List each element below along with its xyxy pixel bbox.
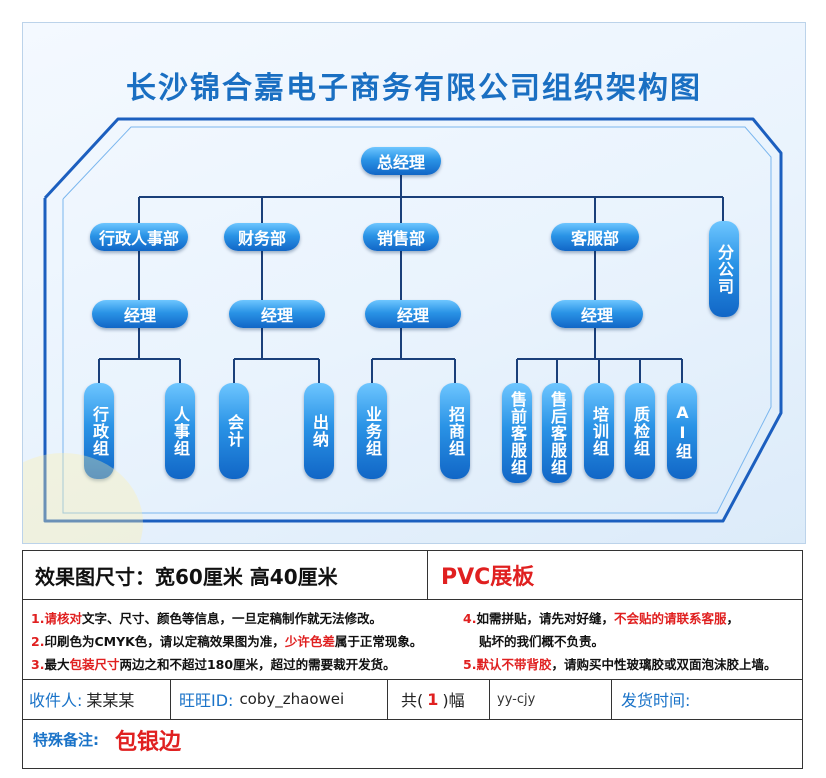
node-group-admin: 行政组 <box>84 383 114 479</box>
node-general-manager: 总经理 <box>361 147 441 175</box>
count-cell: 共(1)幅 <box>401 689 465 711</box>
node-group-business: 业务组 <box>357 383 387 479</box>
node-manager-admin: 经理 <box>92 300 188 328</box>
node-group-investment: 招商组 <box>440 383 470 479</box>
size-row: 效果图尺寸：宽60厘米 高40厘米 PVC展板 <box>23 551 802 600</box>
ship-time-cell: 发货时间: <box>621 691 691 710</box>
node-branch: 分公司 <box>709 221 739 317</box>
frame-inner-line <box>62 126 772 514</box>
node-group-cashier: 出纳 <box>304 383 334 479</box>
node-manager-sales: 经理 <box>365 300 461 328</box>
wangwang-cell: 旺旺ID:coby_zhaowei <box>179 690 345 710</box>
code-cell: yy-cjy <box>497 691 536 707</box>
node-dept-finance: 财务部 <box>224 223 300 251</box>
node-group-qc: 质检组 <box>625 383 655 479</box>
recipient-cell: 收件人:某某某 <box>29 691 135 710</box>
note-2: 2.印刷色为CMYK色，请以定稿效果图为准，少许色差属于正常现象。 <box>31 634 423 649</box>
node-dept-admin-hr: 行政人事部 <box>90 223 188 251</box>
order-info-panel: 效果图尺寸：宽60厘米 高40厘米 PVC展板 1.请核对文字、尺寸、颜色等信息… <box>22 550 803 769</box>
note-5: 5.默认不带背胶，请购买中性玻璃胶或双面泡沫胶上墙。 <box>463 657 777 672</box>
node-group-training: 培训组 <box>584 383 614 479</box>
node-group-hr: 人事组 <box>165 383 195 479</box>
connector-lines <box>43 117 783 523</box>
note-4-line2: 贴坏的我们概不负责。 <box>479 634 605 649</box>
node-group-ai: AI组 <box>667 383 697 479</box>
node-group-accounting: 会计 <box>219 383 249 479</box>
note-4: 4.如需拼贴，请先对好缝，不会贴的请联系客服， <box>463 611 739 626</box>
node-group-presale: 售前客服组 <box>502 383 532 483</box>
org-chart-poster: 长沙锦合嘉电子商务有限公司组织架构图 <box>22 22 806 544</box>
node-dept-sales: 销售部 <box>363 223 439 251</box>
note-3: 3.最大包装尺寸两边之和不超过180厘米，超过的需要裁开发货。 <box>31 657 396 672</box>
material-label: PVC展板 <box>441 565 535 590</box>
remark-value: 包银边 <box>115 730 182 755</box>
node-manager-service: 经理 <box>551 300 643 328</box>
size-text: 效果图尺寸：宽60厘米 高40厘米 <box>35 565 338 589</box>
recipient-row: 收件人:某某某 旺旺ID:coby_zhaowei 共(1)幅 yy-cjy 发… <box>23 679 802 720</box>
remark-label: 特殊备注: <box>33 731 99 749</box>
notes-section: 1.请核对文字、尺寸、颜色等信息，一旦定稿制作就无法修改。 2.印刷色为CMYK… <box>23 599 802 680</box>
note-1: 1.请核对文字、尺寸、颜色等信息，一旦定稿制作就无法修改。 <box>31 611 382 626</box>
frame-line <box>43 117 783 523</box>
node-group-aftersale: 售后客服组 <box>542 383 572 483</box>
node-manager-finance: 经理 <box>229 300 325 328</box>
node-dept-service: 客服部 <box>551 223 639 251</box>
chart-title: 长沙锦合嘉电子商务有限公司组织架构图 <box>126 71 702 106</box>
